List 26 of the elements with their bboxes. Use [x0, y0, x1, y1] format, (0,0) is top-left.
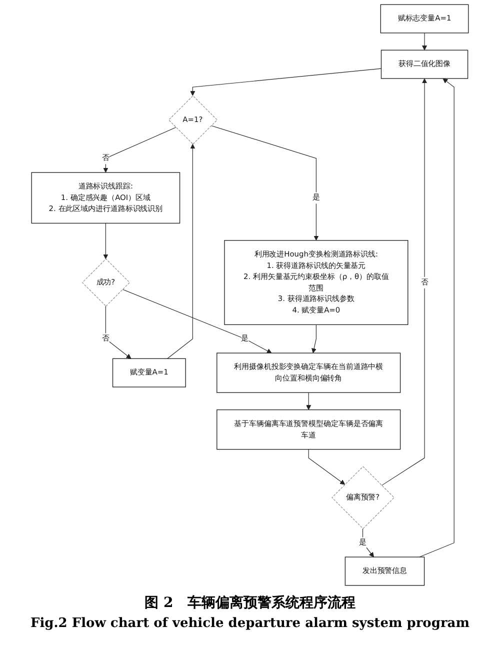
arrow	[167, 144, 196, 359]
arrow	[122, 289, 272, 354]
arrow	[381, 78, 428, 486]
node-box	[380, 4, 469, 34]
node-diamond	[82, 258, 130, 307]
node-diamond	[332, 466, 395, 530]
arrow	[306, 392, 312, 410]
arrow	[419, 78, 454, 558]
arrow	[103, 127, 176, 173]
caption-translation: Fig.2 Flow chart of vehicle departure alarm system program	[30, 616, 470, 631]
arrow	[422, 32, 428, 50]
node-box	[31, 172, 180, 224]
figure-caption: 图 2 车辆偏离预警系统程序流程	[144, 594, 356, 612]
node-box	[380, 50, 468, 79]
arrow	[312, 324, 316, 354]
node-box	[216, 409, 401, 450]
arrow	[210, 125, 319, 241]
arrow	[308, 449, 346, 485]
node-box	[216, 352, 401, 393]
node-box	[224, 240, 408, 326]
node-diamond	[168, 95, 218, 145]
arrow	[103, 222, 108, 260]
arrow	[105, 306, 132, 359]
node-box	[344, 556, 425, 586]
node-box	[112, 358, 186, 388]
arrow	[190, 68, 382, 96]
